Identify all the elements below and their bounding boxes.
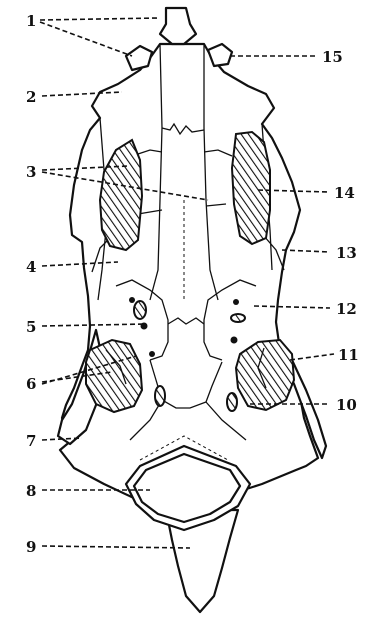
label-10: 10 xyxy=(336,396,357,414)
left-premaxilla-tip xyxy=(126,46,152,70)
leader-1a xyxy=(40,18,158,20)
foramen-dot xyxy=(129,297,135,303)
label-5: 5 xyxy=(26,318,36,336)
right-foramen-hatched xyxy=(231,314,245,322)
label-11: 11 xyxy=(338,346,359,364)
left-lower-foramen xyxy=(155,386,165,406)
right-premaxilla-tip xyxy=(208,44,232,66)
label-9: 9 xyxy=(26,538,36,556)
label-7: 7 xyxy=(26,432,36,450)
label-3: 3 xyxy=(26,163,36,181)
foramen-dot xyxy=(149,351,155,357)
label-15: 15 xyxy=(322,48,343,66)
leader-11 xyxy=(290,354,334,360)
right-orbit-hatched xyxy=(232,132,270,244)
rostrum-tip xyxy=(160,8,196,44)
left-fossa-hatched xyxy=(86,340,142,412)
label-1: 1 xyxy=(26,12,36,30)
skull-body xyxy=(60,44,318,500)
label-12: 12 xyxy=(336,300,357,318)
leader-1b xyxy=(40,22,132,56)
foramen-dot xyxy=(233,299,239,305)
label-6: 6 xyxy=(26,375,36,393)
label-13: 13 xyxy=(336,244,357,262)
right-lower-foramen xyxy=(227,393,237,411)
right-fossa-hatched xyxy=(236,340,294,410)
foramen-dot xyxy=(231,337,238,344)
label-14: 14 xyxy=(334,184,355,202)
label-4: 4 xyxy=(26,258,36,276)
label-2: 2 xyxy=(26,88,36,106)
leader-13 xyxy=(282,250,330,252)
label-8: 8 xyxy=(26,482,36,500)
left-foramen-hatched xyxy=(134,301,146,319)
leader-9 xyxy=(42,546,190,548)
